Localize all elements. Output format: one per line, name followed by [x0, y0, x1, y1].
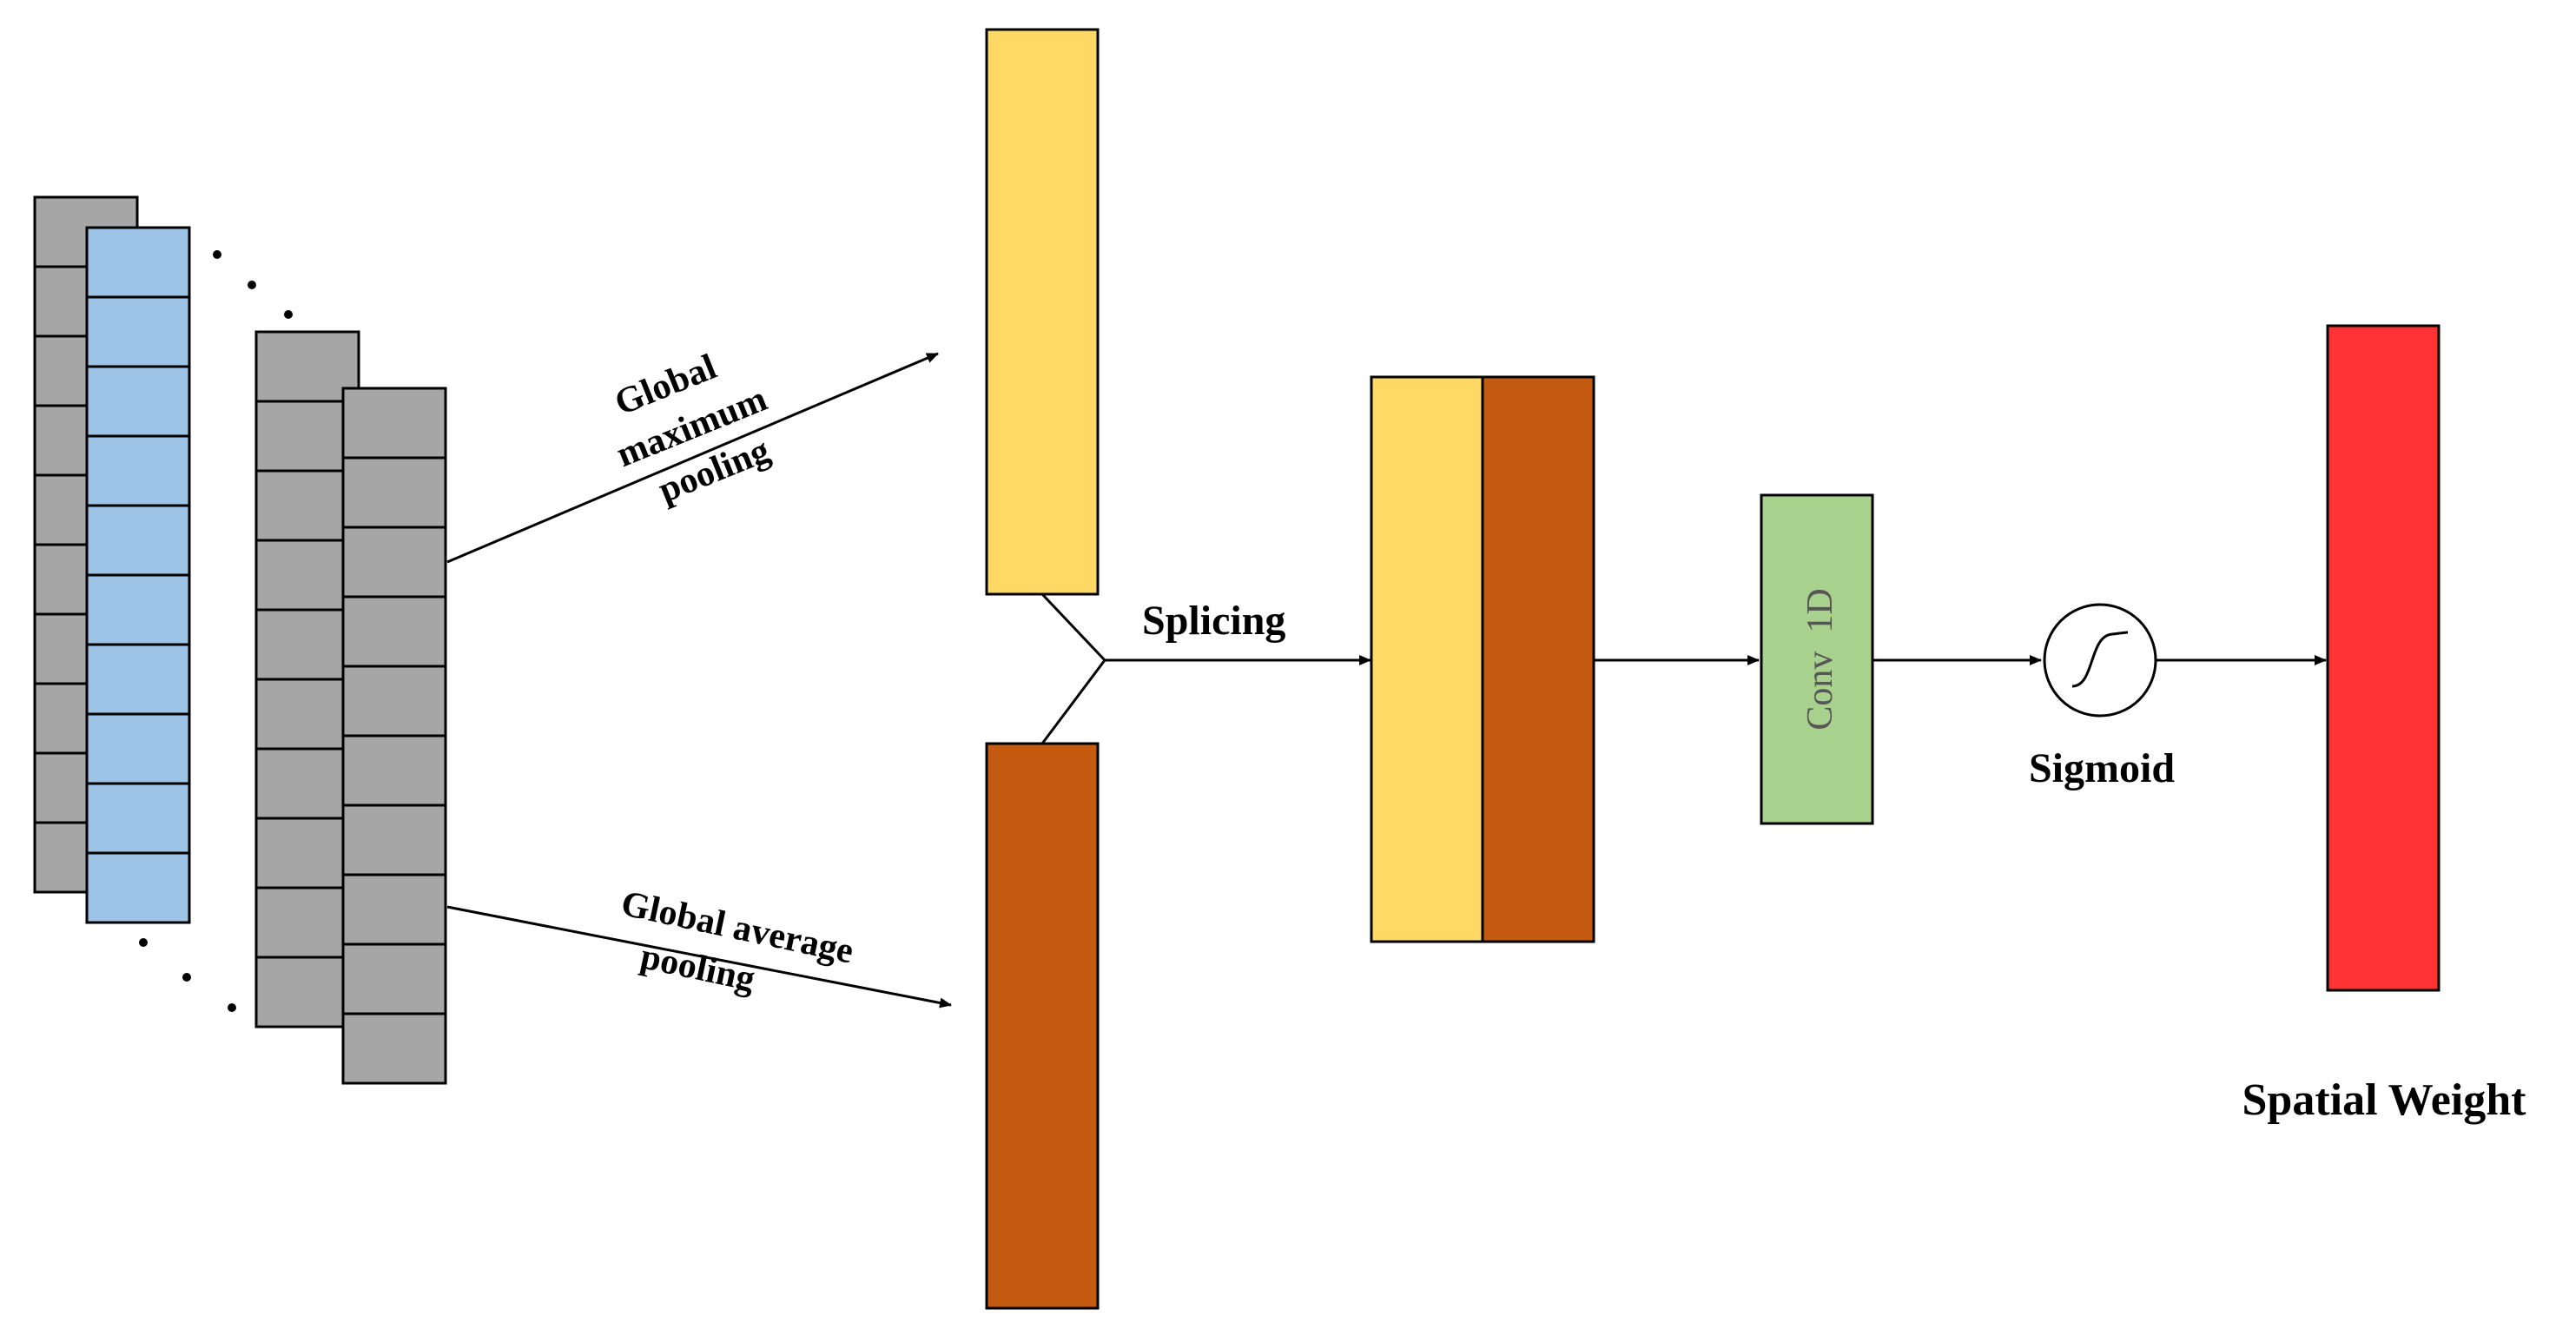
feature-map-cell	[85, 851, 191, 924]
max-pooling-arrow	[446, 352, 939, 564]
feature-map-cell	[341, 804, 447, 876]
sigmoid-circle	[2043, 603, 2157, 718]
feature-map-cell	[341, 595, 447, 668]
ellipsis-dot	[182, 973, 191, 982]
feature-map-cell	[341, 942, 447, 1015]
feature-map-cell	[85, 573, 191, 646]
feature-map-cell	[254, 886, 360, 959]
concatenated-avg-vector	[1481, 375, 1595, 943]
splicing-label: Splicing	[1142, 598, 1285, 644]
splicing-connector	[1040, 592, 1106, 744]
feature-map-stack-back-gray-2	[254, 330, 360, 1028]
feature-map-cell	[85, 365, 191, 438]
ellipsis-dot	[248, 281, 256, 289]
feature-map-cell	[341, 387, 447, 460]
feature-map-cell	[254, 539, 360, 612]
feature-map-cell	[341, 456, 447, 529]
max-pooling-label: Global maximum pooling	[609, 347, 775, 511]
spatial-weight-label: Spatial Weight	[2242, 1075, 2526, 1125]
feature-map-cell	[254, 678, 360, 751]
ellipsis-dot	[139, 938, 148, 947]
avg-pooling-label: Global average pooling	[618, 883, 856, 1000]
ellipsis-dot	[284, 310, 293, 319]
avg-pooling-arrow	[446, 905, 952, 1009]
ellipsis-dot	[228, 1003, 236, 1012]
spatial-weight-vector	[2326, 324, 2441, 992]
feature-map-cell	[85, 504, 191, 577]
feature-map-cell	[85, 782, 191, 855]
sigmoid-curve-icon	[2071, 631, 2129, 688]
conv1d-label: Conv 1D	[1800, 588, 1840, 730]
max-pooled-vector	[985, 28, 1100, 596]
concatenated-max-vector	[1370, 375, 1484, 943]
feature-map-cell	[341, 873, 447, 946]
sigmoid-icon	[2043, 603, 2157, 718]
feature-map-cell	[85, 434, 191, 507]
sigmoid-label: Sigmoid	[2029, 745, 2175, 791]
feature-map-cell	[85, 643, 191, 716]
feature-map-cell	[85, 295, 191, 368]
feature-map-cell	[85, 712, 191, 785]
feature-map-cell	[341, 1012, 447, 1085]
feature-map-cell	[254, 956, 360, 1028]
feature-map-cell	[254, 400, 360, 473]
feature-map-cell	[254, 747, 360, 820]
ellipsis-dot	[213, 250, 221, 259]
feature-map-cell	[341, 734, 447, 807]
feature-map-stack-front-gray	[341, 387, 447, 1085]
input-feature-maps	[33, 195, 447, 1085]
feature-map-cell	[341, 665, 447, 737]
avg-pooled-vector	[985, 742, 1100, 1310]
feature-map-cell	[254, 330, 360, 403]
feature-map-stack-front-blue	[85, 226, 191, 924]
feature-map-cell	[85, 226, 191, 299]
feature-map-cell	[341, 526, 447, 599]
conv1d-block	[1760, 493, 1874, 825]
